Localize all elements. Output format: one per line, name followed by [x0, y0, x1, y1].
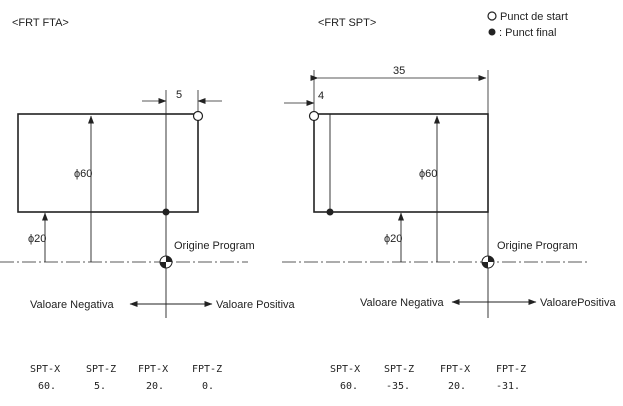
left-table-value: 5. — [94, 381, 106, 392]
left-table: SPT-X SPT-Z FPT-X FPT-Z 60. 5. 20. 0. — [30, 364, 222, 392]
legend-end-label: : Punct final — [499, 27, 556, 39]
left-title: <FRT FTA> — [12, 17, 69, 29]
left-positive-label: Valoare Positiva — [216, 299, 296, 311]
left-workpiece — [17, 113, 199, 213]
right-origin-label: Origine Program — [497, 240, 578, 252]
right-table-header: SPT-Z — [384, 364, 414, 375]
left-table-value: 60. — [38, 381, 56, 392]
left-dim-5: 5 — [176, 89, 182, 101]
left-table-header: SPT-Z — [86, 364, 116, 375]
end-point-legend-icon — [488, 28, 496, 36]
right-table-header: FPT-X — [440, 364, 470, 375]
left-origin-symbol — [159, 255, 173, 269]
right-table: SPT-X SPT-Z FPT-X FPT-Z 60. -35. 20. -31… — [330, 364, 526, 392]
left-start-point — [192, 110, 204, 122]
right-table-value: -31. — [496, 381, 520, 392]
right-table-value: 60. — [340, 381, 358, 392]
right-table-header: SPT-X — [330, 364, 360, 375]
left-dia60-label: ϕ60 — [74, 168, 92, 180]
left-table-header: FPT-Z — [192, 364, 222, 375]
left-table-value: 20. — [146, 381, 164, 392]
left-diagram: 5 ϕ60 ϕ20 Origine Program Valoare Negati… — [0, 89, 296, 392]
right-dim-4: 4 — [318, 90, 324, 102]
left-negative-label: Valoare Negativa — [30, 299, 114, 311]
right-diagram: 35 4 ϕ60 ϕ20 Origine Program Valoare Neg… — [282, 65, 616, 392]
start-point-legend-icon — [487, 11, 497, 21]
right-dia20-label: ϕ20 — [384, 233, 402, 245]
left-origin-label: Origine Program — [174, 240, 255, 252]
right-dim-35: 35 — [393, 65, 405, 77]
legend: Punct de start : Punct final — [487, 11, 568, 39]
right-dia60-label: ϕ60 — [419, 168, 437, 180]
right-table-value: 20. — [448, 381, 466, 392]
right-positive-label: ValoarePositiva — [540, 297, 616, 309]
right-final-point — [326, 208, 334, 216]
left-table-value: 0. — [202, 381, 214, 392]
right-table-header: FPT-Z — [496, 364, 526, 375]
left-dia20-label: ϕ20 — [28, 233, 46, 245]
left-table-header: FPT-X — [138, 364, 168, 375]
left-table-header: SPT-X — [30, 364, 60, 375]
right-negative-label: Valoare Negativa — [360, 297, 444, 309]
left-final-point — [162, 208, 170, 216]
right-workpiece — [313, 113, 489, 213]
right-table-value: -35. — [386, 381, 410, 392]
right-start-point — [308, 110, 320, 122]
right-title: <FRT SPT> — [318, 17, 376, 29]
legend-start-label: Punct de start — [500, 11, 568, 23]
right-origin-symbol — [481, 255, 495, 269]
